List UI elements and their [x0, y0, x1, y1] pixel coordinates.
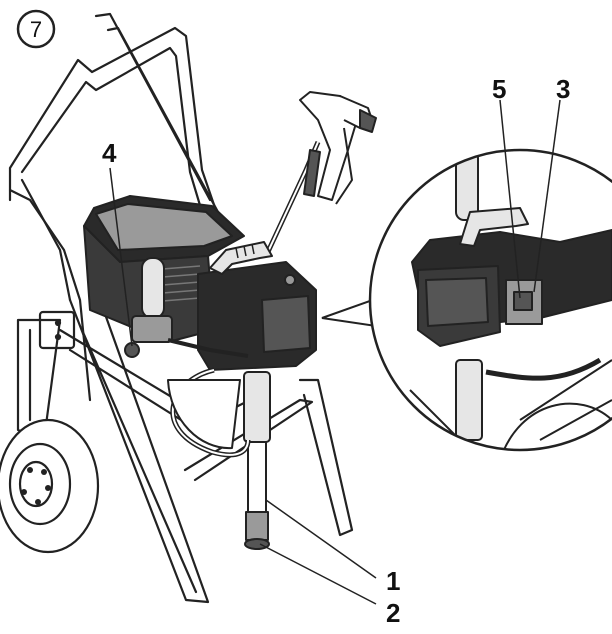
- pump-inlet: [244, 538, 270, 550]
- axle-bracket: [38, 310, 76, 350]
- filter-collar: [131, 315, 173, 343]
- leader-4: [109, 167, 133, 347]
- carry-handle-grips: [235, 243, 255, 259]
- grip-line: [243, 245, 247, 257]
- leader-1: [265, 499, 377, 579]
- detail-control-face: [425, 277, 489, 327]
- detail-wheel-arc: [499, 402, 612, 450]
- callout-4: 4: [102, 138, 117, 168]
- hub-stud: [35, 499, 41, 505]
- gun-filter: [303, 149, 321, 197]
- callout-1: 1: [386, 566, 400, 596]
- detail-hose: [485, 357, 602, 381]
- grip-line: [251, 243, 255, 255]
- bracket-bolt-2: [54, 333, 62, 341]
- rear-upright: [94, 12, 220, 214]
- motor-unit: [83, 195, 317, 371]
- hub-stud: [27, 467, 33, 473]
- right-rear-leg: [298, 378, 354, 537]
- fluid-pump: [167, 367, 271, 550]
- carry-handle: [209, 241, 273, 275]
- handle-upright-left: [8, 178, 72, 302]
- pump-shaft: [247, 441, 267, 513]
- leader-2: [259, 543, 377, 605]
- fin-lines: [149, 265, 201, 303]
- pump-body: [243, 371, 271, 443]
- leader-3: [533, 99, 561, 293]
- control-panel-face: [261, 295, 311, 353]
- base-rail: [68, 298, 210, 604]
- step-badge-circle: [16, 9, 56, 49]
- wheel: [0, 418, 100, 554]
- spray-gun: [263, 91, 377, 258]
- hub-stud: [21, 489, 27, 495]
- handle-tube-inner: [20, 46, 210, 234]
- pump-inlet-valve: [245, 511, 269, 541]
- step-badge: 7: [16, 9, 56, 49]
- grip-line: [235, 247, 239, 259]
- detail-circle-border: [368, 148, 612, 452]
- hub-stud: [41, 469, 47, 475]
- callout-2: 2: [386, 598, 400, 628]
- callout-5: 5: [492, 74, 506, 104]
- leader-5: [499, 99, 521, 299]
- detail-prime-valve: [513, 291, 533, 311]
- detail-contents: [389, 150, 612, 450]
- control-knob: [284, 274, 296, 286]
- callout-3: 3: [556, 74, 570, 104]
- filter-assembly: [124, 257, 249, 358]
- detail-view: [368, 148, 612, 452]
- hub-studs: [21, 467, 51, 505]
- gun-nozzle: [359, 109, 377, 133]
- step-number: 7: [30, 17, 42, 42]
- hub-stud: [45, 485, 51, 491]
- filter-housing: [141, 257, 165, 319]
- bracket-bolt-1: [54, 319, 62, 327]
- gun-trigger-guard: [335, 127, 353, 205]
- pump-housing-round: [167, 379, 241, 450]
- motor-cooling-fins: [149, 265, 201, 303]
- hub: [18, 460, 54, 508]
- motor-top-highlight: [95, 203, 233, 251]
- leader-lines: [109, 99, 561, 605]
- filter-outlet-hose: [167, 338, 249, 358]
- detail-handle: [459, 207, 529, 247]
- detail-pump-body: [455, 359, 483, 441]
- callout-labels: 1 2 3 4 5: [102, 74, 570, 628]
